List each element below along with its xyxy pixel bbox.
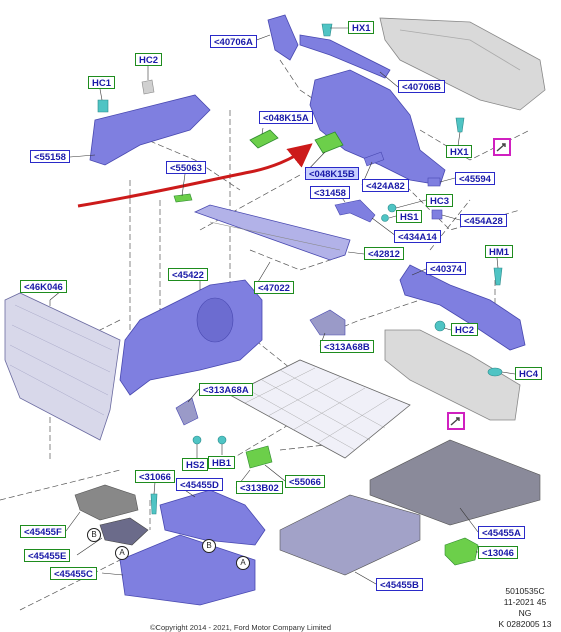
label-048k15a[interactable]: <048K15A	[259, 111, 313, 124]
label-434a14[interactable]: <434A14	[394, 230, 441, 243]
label-hx1[interactable]: HX1	[348, 21, 375, 34]
label-45455e[interactable]: <45455E	[24, 549, 71, 562]
floor-panel-45455d	[159, 489, 266, 546]
bracket-313a68b	[309, 309, 346, 336]
label-454a28[interactable]: <454A28	[460, 214, 507, 227]
floor-tub-45455c	[119, 534, 256, 606]
floor-panel-45455e	[99, 517, 149, 546]
label-hx1-right[interactable]: HX1	[446, 145, 473, 158]
label-42812[interactable]: <42812	[364, 247, 404, 260]
clip-048k15b	[314, 131, 344, 154]
trim-40706a	[267, 14, 299, 61]
label-45455f[interactable]: <45455F	[20, 525, 66, 538]
lower-body-panel	[384, 329, 521, 421]
label-55066[interactable]: <55066	[285, 475, 325, 488]
label-hb1[interactable]: HB1	[208, 456, 236, 469]
label-424a82[interactable]: <424A82	[362, 179, 409, 192]
drawing-date: 11-2021 45	[503, 597, 547, 607]
clip-hc2	[141, 79, 155, 95]
floor-mat-45455a	[369, 439, 541, 526]
side-trim-45422	[119, 279, 263, 396]
label-45455a[interactable]: <45455A	[478, 526, 525, 539]
cargo-net-55066	[229, 359, 411, 459]
clip-hc4	[487, 367, 503, 377]
label-40706a[interactable]: <40706A	[210, 35, 257, 48]
label-313a68a[interactable]: <313A68A	[199, 383, 253, 396]
clip-31066	[150, 493, 158, 515]
label-55158[interactable]: <55158	[30, 150, 70, 163]
marker-a: A	[236, 556, 250, 570]
label-31458[interactable]: <31458	[310, 186, 350, 199]
part-424a82	[363, 151, 385, 167]
copyright-text: ©Copyright 2014 - 2021, Ford Motor Compa…	[150, 623, 332, 632]
part-55063	[173, 193, 193, 203]
clip-hc1	[97, 99, 109, 113]
drawing-code: 5010535C	[505, 586, 545, 596]
clip-hc3	[387, 203, 397, 213]
label-313a68b[interactable]: <313A68B	[320, 340, 374, 353]
upper-left-trim-55158	[89, 94, 211, 166]
label-45594[interactable]: <45594	[455, 172, 495, 185]
upper-back-panel	[379, 17, 546, 111]
part-45594	[427, 177, 441, 187]
floor-mat-45455b	[279, 494, 421, 576]
label-313b02[interactable]: <313B02	[236, 481, 283, 494]
load-cover-47022	[193, 204, 351, 261]
clip-hx1-top	[321, 23, 333, 37]
bracket-31458	[334, 199, 376, 223]
strip-40706b	[299, 34, 391, 79]
label-45455c[interactable]: <45455C	[50, 567, 97, 580]
label-hc2[interactable]: HC2	[135, 53, 163, 66]
label-55063[interactable]: <55063	[166, 161, 206, 174]
callout-arrow	[77, 143, 313, 208]
label-hc2-lower[interactable]: HC2	[451, 323, 479, 336]
label-40706b[interactable]: <40706B	[398, 80, 445, 93]
label-45455d[interactable]: <45455D	[176, 478, 223, 491]
floor-panel-45455f	[74, 484, 139, 521]
clip-hb1	[217, 435, 227, 445]
part-313b02	[245, 445, 273, 469]
label-45422[interactable]: <45422	[168, 268, 208, 281]
vehicle-location-icon	[493, 138, 511, 156]
label-048k15b[interactable]: <048K15B	[305, 167, 359, 180]
label-45455b[interactable]: <45455B	[376, 578, 423, 591]
vehicle-location-icon	[447, 412, 465, 430]
clip-hs1	[381, 214, 389, 222]
label-hm1[interactable]: HM1	[485, 245, 514, 258]
marker-b: B	[87, 528, 101, 542]
drawing-kcode: K 0282005 13	[498, 619, 552, 629]
label-hc4[interactable]: HC4	[515, 367, 543, 380]
label-hc1[interactable]: HC1	[88, 76, 116, 89]
label-hs2[interactable]: HS2	[182, 458, 209, 471]
part-13046	[444, 537, 479, 566]
clip-hs2	[192, 435, 202, 445]
label-31066[interactable]: <31066	[135, 470, 175, 483]
part-454a28	[431, 209, 443, 220]
bracket-313a68a	[175, 397, 199, 426]
label-46k046[interactable]: <46K046	[20, 280, 67, 293]
label-40374[interactable]: <40374	[426, 262, 466, 275]
label-hc3[interactable]: HC3	[426, 194, 454, 207]
marker-b: B	[202, 539, 216, 553]
clip-048k15a	[249, 129, 279, 149]
clip-hc2-lower	[434, 320, 446, 332]
label-hs1[interactable]: HS1	[396, 210, 423, 223]
marker-a: A	[115, 546, 129, 560]
trim-40374	[399, 264, 526, 351]
drawing-ng: NG	[518, 608, 532, 618]
clip-hm1	[493, 267, 503, 286]
cargo-blind-46k046	[4, 292, 121, 441]
label-47022[interactable]: <47022	[254, 281, 294, 294]
label-13046[interactable]: <13046	[478, 546, 518, 559]
clip-hx1	[455, 117, 465, 133]
